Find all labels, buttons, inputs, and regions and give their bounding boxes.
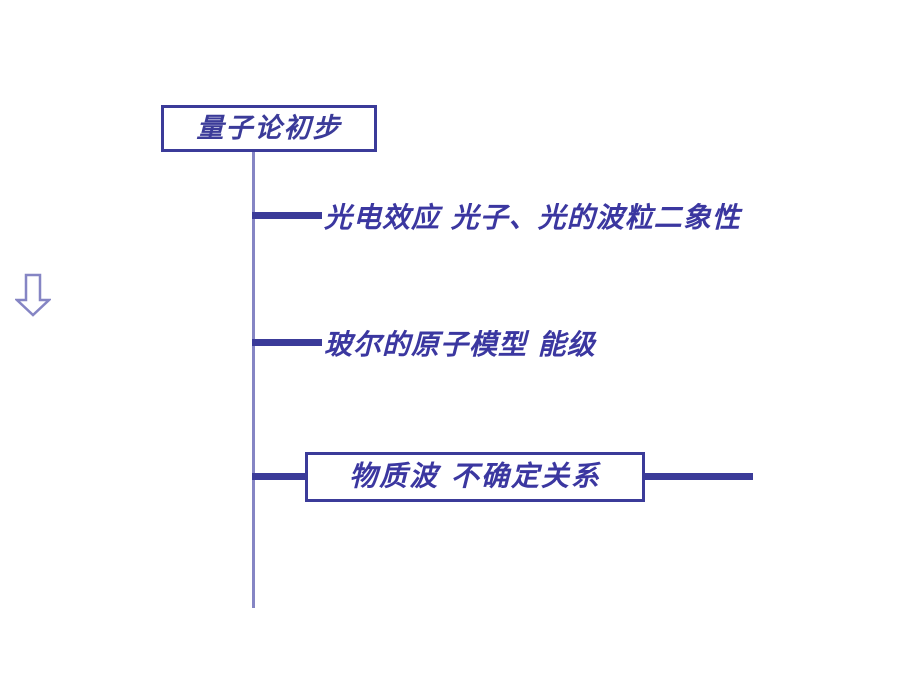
- title-box: 量子论初步: [161, 105, 377, 152]
- branch-connector-photoelectric: [252, 212, 322, 219]
- down-arrow-icon: [13, 273, 53, 317]
- trunk-line: [252, 151, 255, 608]
- page-title: 量子论初步: [196, 112, 342, 144]
- branch-connector-matter-wave-left: [252, 473, 308, 480]
- branch-box-matter-wave: 物质波 不确定关系: [305, 452, 645, 502]
- branch-label-photoelectric: 光电效应 光子、光的波粒二象性: [324, 201, 741, 234]
- branch-label-matter-wave: 物质波 不确定关系: [349, 459, 601, 493]
- branch-label-bohr-model: 玻尔的原子模型 能级: [324, 328, 596, 361]
- branch-connector-bohr-model: [252, 339, 322, 346]
- branch-connector-matter-wave-right: [643, 473, 753, 480]
